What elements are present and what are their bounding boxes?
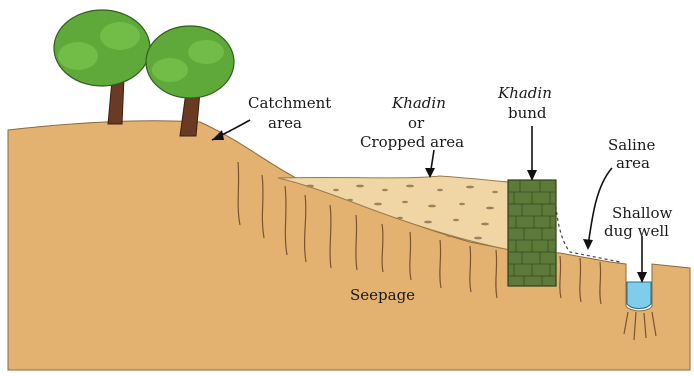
- seepage-label: Seepage: [350, 286, 415, 304]
- saline-label-line1: Saline: [608, 136, 655, 154]
- khadin-cropped-label-line3: Cropped area: [360, 133, 464, 151]
- catchment-label-line1: Catchment: [248, 94, 331, 112]
- khadin-bund-label-line2: bund: [508, 104, 547, 122]
- khadin-bund-label-line1: Khadin: [497, 84, 552, 102]
- khadin-cropped-label-line1: Khadin: [391, 94, 446, 112]
- tree-left: [54, 10, 150, 124]
- saline-label-line2: area: [616, 154, 650, 172]
- well-label-line2: dug well: [604, 222, 669, 240]
- khadin-cropped-label-line2: or: [408, 114, 425, 132]
- well-label-line1: Shallow: [612, 204, 673, 222]
- well-water: [627, 282, 651, 309]
- tree-right: [146, 26, 234, 136]
- catchment-label-line2: area: [268, 114, 302, 132]
- well-arrowhead: [637, 272, 647, 283]
- saline-arrowhead: [583, 239, 593, 250]
- bund-arrowhead: [527, 170, 537, 181]
- khadin-bund: [508, 180, 556, 286]
